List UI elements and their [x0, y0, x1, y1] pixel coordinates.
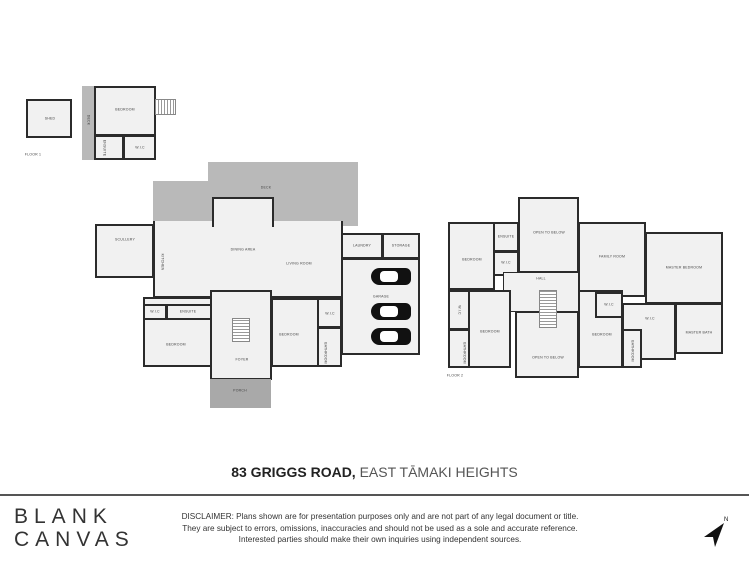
- bathroom: BATHROOM: [317, 327, 342, 367]
- car-icon: [371, 303, 411, 320]
- disclaimer-line: They are subject to errors, omissions, i…: [182, 523, 578, 533]
- upper-bathroom-w: BATHROOM: [448, 329, 470, 368]
- room-label: LIVING ROOM: [286, 261, 312, 266]
- room-label: BATHROOM: [462, 342, 467, 364]
- room-label: BEDROOM: [462, 257, 482, 262]
- laundry: LAUNDRY: [341, 233, 383, 259]
- annex-wic: W.I.C: [123, 135, 156, 160]
- property-address: 83 GRIGGS ROAD, EAST TĀMAKI HEIGHTS: [0, 464, 749, 480]
- scullery: SCULLERY: [95, 224, 154, 278]
- divider: [0, 494, 749, 496]
- annex-ensuite: ENSUITE: [94, 135, 124, 160]
- storage: STORAGE: [382, 233, 420, 259]
- floor-label: FLOOR 2: [446, 373, 464, 378]
- room-label: FOYER: [235, 357, 249, 362]
- floor-label: FLOOR 1: [24, 152, 42, 157]
- room-label: W.I.C: [325, 311, 335, 316]
- disclaimer-line: Interested parties should make their own…: [238, 535, 522, 544]
- upper-ensuite: ENSUITE: [493, 222, 519, 252]
- room-label: W.I.C: [604, 302, 614, 307]
- room-label: BEDROOM: [592, 332, 612, 337]
- annex-deck: [82, 86, 95, 160]
- disclaimer-line: DISCLAIMER: Plans shown are for presenta…: [181, 512, 579, 521]
- room-label: DECK: [86, 114, 91, 126]
- room-label: OPEN TO BELOW: [533, 230, 565, 235]
- room-label: W.I.C: [501, 260, 511, 265]
- upper-wic-3: W.I.C: [448, 290, 470, 330]
- upper-bathroom-s: BATHROOM: [622, 329, 642, 368]
- room-label: BEDROOM: [166, 342, 186, 347]
- room-label: SCULLERY: [114, 237, 136, 242]
- family-room: FAMILY ROOM: [578, 222, 646, 297]
- suburb: EAST TĀMAKI HEIGHTS: [355, 464, 518, 480]
- room-label: GARAGE: [372, 294, 390, 299]
- room-label: MASTER BATH: [685, 330, 713, 335]
- room-label: BEDROOM: [480, 329, 500, 334]
- room-label: W.I.C: [645, 316, 655, 321]
- room-label: W.I.C: [150, 309, 160, 314]
- disclaimer: DISCLAIMER: Plans shown are for presenta…: [160, 511, 600, 546]
- room-label: W.I.C: [457, 305, 462, 315]
- east-wic: W.I.C: [317, 298, 342, 328]
- upper-staircase: [539, 290, 557, 328]
- room-label: ENSUITE: [497, 234, 515, 239]
- room-label: ENSUITE: [179, 309, 197, 314]
- room-label: FAMILY ROOM: [598, 254, 626, 259]
- room-label: BATHROOM: [630, 340, 635, 362]
- room-label: PORCH: [233, 388, 247, 393]
- car-icon: [371, 268, 411, 285]
- shed: SHED: [26, 99, 72, 138]
- car-icon: [371, 328, 411, 345]
- room-label: KITCHEN: [160, 253, 165, 271]
- logo-line2: CANVAS: [14, 528, 135, 551]
- open-to-below-top: OPEN TO BELOW: [518, 197, 579, 273]
- ensuite: ENSUITE: [166, 304, 212, 320]
- room-label: LAUNDRY: [352, 243, 372, 248]
- main-ground-floor: [153, 221, 343, 298]
- room-label: STORAGE: [391, 243, 411, 248]
- annex-bedroom: BEDROOM: [94, 86, 156, 136]
- room-label: OPEN TO BELOW: [532, 355, 564, 360]
- room-label: DINING AREA: [230, 247, 256, 252]
- staircase: [232, 318, 250, 342]
- room-label: MASTER BEDROOM: [665, 265, 703, 270]
- logo-line1: BLANK: [14, 505, 113, 528]
- room-label: ENSUITE: [102, 139, 107, 157]
- upper-bedroom-nw: BEDROOM: [448, 222, 495, 290]
- porch: PORCH: [210, 379, 271, 408]
- blank-canvas-logo: BLANK CANVAS: [14, 505, 135, 551]
- annex-stairs: [155, 99, 176, 115]
- room-label: DECK: [260, 185, 272, 190]
- room-label: SHED: [44, 116, 56, 121]
- upper-wic-2: W.I.C: [595, 292, 623, 318]
- room-label: BATHROOM: [323, 342, 328, 364]
- room-label: W.I.C: [135, 145, 145, 150]
- master-bedroom: MASTER BEDROOM: [645, 232, 723, 304]
- street: 83 GRIGGS ROAD,: [231, 464, 356, 480]
- dining-bump: [212, 197, 274, 227]
- svg-text:N: N: [724, 517, 728, 523]
- wic: W.I.C: [143, 304, 167, 320]
- room-label: HALL: [536, 276, 546, 281]
- room-label: BEDROOM: [279, 332, 299, 337]
- deck-upper: [208, 162, 358, 182]
- master-bath: MASTER BATH: [675, 303, 723, 354]
- north-arrow-icon: N: [700, 515, 730, 554]
- room-label: BEDROOM: [115, 107, 135, 112]
